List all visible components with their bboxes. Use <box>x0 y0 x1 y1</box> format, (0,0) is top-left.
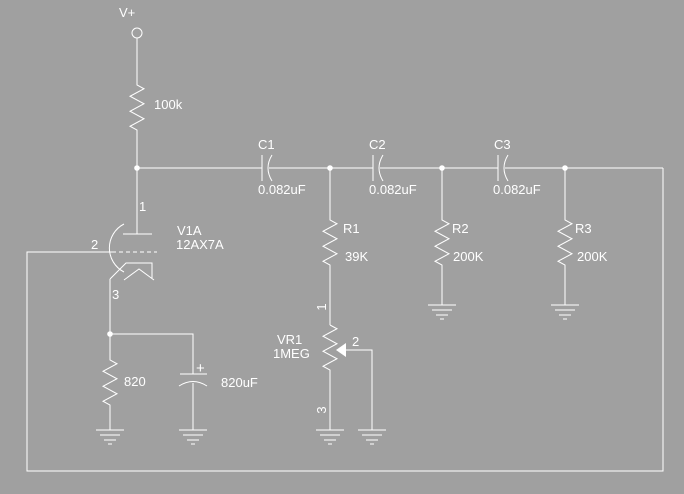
resistor-value: 200K <box>453 249 484 264</box>
cap-value: 0.082uF <box>258 182 306 197</box>
junction-dot <box>134 165 140 171</box>
power-label: V+ <box>119 5 135 20</box>
resistor-designator: R1 <box>343 221 360 236</box>
resistor-symbol <box>321 168 339 325</box>
resistor-r1[interactable]: R1 39K <box>321 168 368 325</box>
cap-plate-curved <box>267 154 273 182</box>
cap-plate-curved <box>503 154 509 182</box>
resistor-designator: R3 <box>575 221 592 236</box>
cap-designator: C2 <box>369 137 386 152</box>
cathode-capacitor-820uf[interactable]: + 820uF <box>178 360 258 430</box>
ground-icon <box>96 429 124 445</box>
tube-heater <box>123 268 155 281</box>
wire-cathode-node-to-cap <box>110 333 194 374</box>
tube-part-number: 12AX7A <box>176 237 224 252</box>
junction-dot <box>562 165 568 171</box>
wire-feedback-loop <box>26 168 664 472</box>
junction-dot <box>107 331 113 337</box>
tube-designator: V1A <box>177 223 202 238</box>
plate-resistor-100k[interactable]: 100k <box>128 38 183 169</box>
resistor-r3[interactable]: R3 200K <box>556 168 608 305</box>
tube-pin-cathode: 3 <box>112 287 119 302</box>
resistor-symbol <box>321 324 339 430</box>
power-terminal[interactable]: V+ <box>119 5 143 39</box>
pot-designator: VR1 <box>277 332 302 347</box>
cap-designator: C3 <box>494 137 511 152</box>
resistor-value: 100k <box>154 97 183 112</box>
capacitor-c1[interactable]: C1 0.082uF <box>258 137 306 197</box>
resistor-value: 200K <box>577 249 608 264</box>
tube-pin-grid: 2 <box>91 237 98 252</box>
wire-wiper-lead <box>346 349 373 430</box>
cap-value: 0.082uF <box>493 182 541 197</box>
resistor-designator: R2 <box>452 221 469 236</box>
resistor-symbol <box>101 334 119 430</box>
tube-v1a[interactable]: 1 2 3 V1A 12AX7A <box>91 168 224 334</box>
ground-icon <box>428 304 456 320</box>
resistor-r2[interactable]: R2 200K <box>433 168 484 305</box>
cap-value: 820uF <box>221 375 258 390</box>
resistor-value: 39K <box>345 249 368 264</box>
potentiometer-vr1[interactable]: VR1 1MEG 1 2 3 <box>273 303 373 430</box>
cap-plate-curved <box>378 154 384 182</box>
resistor-value: 820 <box>124 374 146 389</box>
cap-plate-curved <box>178 381 208 387</box>
capacitor-c3[interactable]: C3 0.082uF <box>493 137 541 197</box>
cap-value: 0.082uF <box>369 182 417 197</box>
resistor-symbol <box>433 168 451 305</box>
ground-icon <box>179 429 207 445</box>
polarity-plus-icon: + <box>196 360 205 377</box>
ground-icon <box>316 429 344 445</box>
ground-icon <box>551 304 579 320</box>
junction-dot <box>439 165 445 171</box>
ground-icon <box>358 429 386 445</box>
junction-dot <box>327 165 333 171</box>
cathode-resistor-820[interactable]: 820 <box>101 334 146 430</box>
pot-pin-top: 1 <box>314 303 329 310</box>
cap-designator: C1 <box>258 137 275 152</box>
tube-cathode <box>109 262 153 280</box>
pot-value: 1MEG <box>273 346 310 361</box>
pot-pin-wiper: 2 <box>352 334 359 349</box>
tube-pin-plate: 1 <box>139 199 146 214</box>
terminal-circle-icon <box>131 27 143 39</box>
resistor-symbol <box>128 38 146 168</box>
pot-pin-bottom: 3 <box>314 406 329 413</box>
tube-envelope-arc <box>108 223 125 273</box>
wiper-arrow-icon <box>336 343 346 357</box>
capacitor-c2[interactable]: C2 0.082uF <box>369 137 417 197</box>
resistor-symbol <box>556 168 574 305</box>
